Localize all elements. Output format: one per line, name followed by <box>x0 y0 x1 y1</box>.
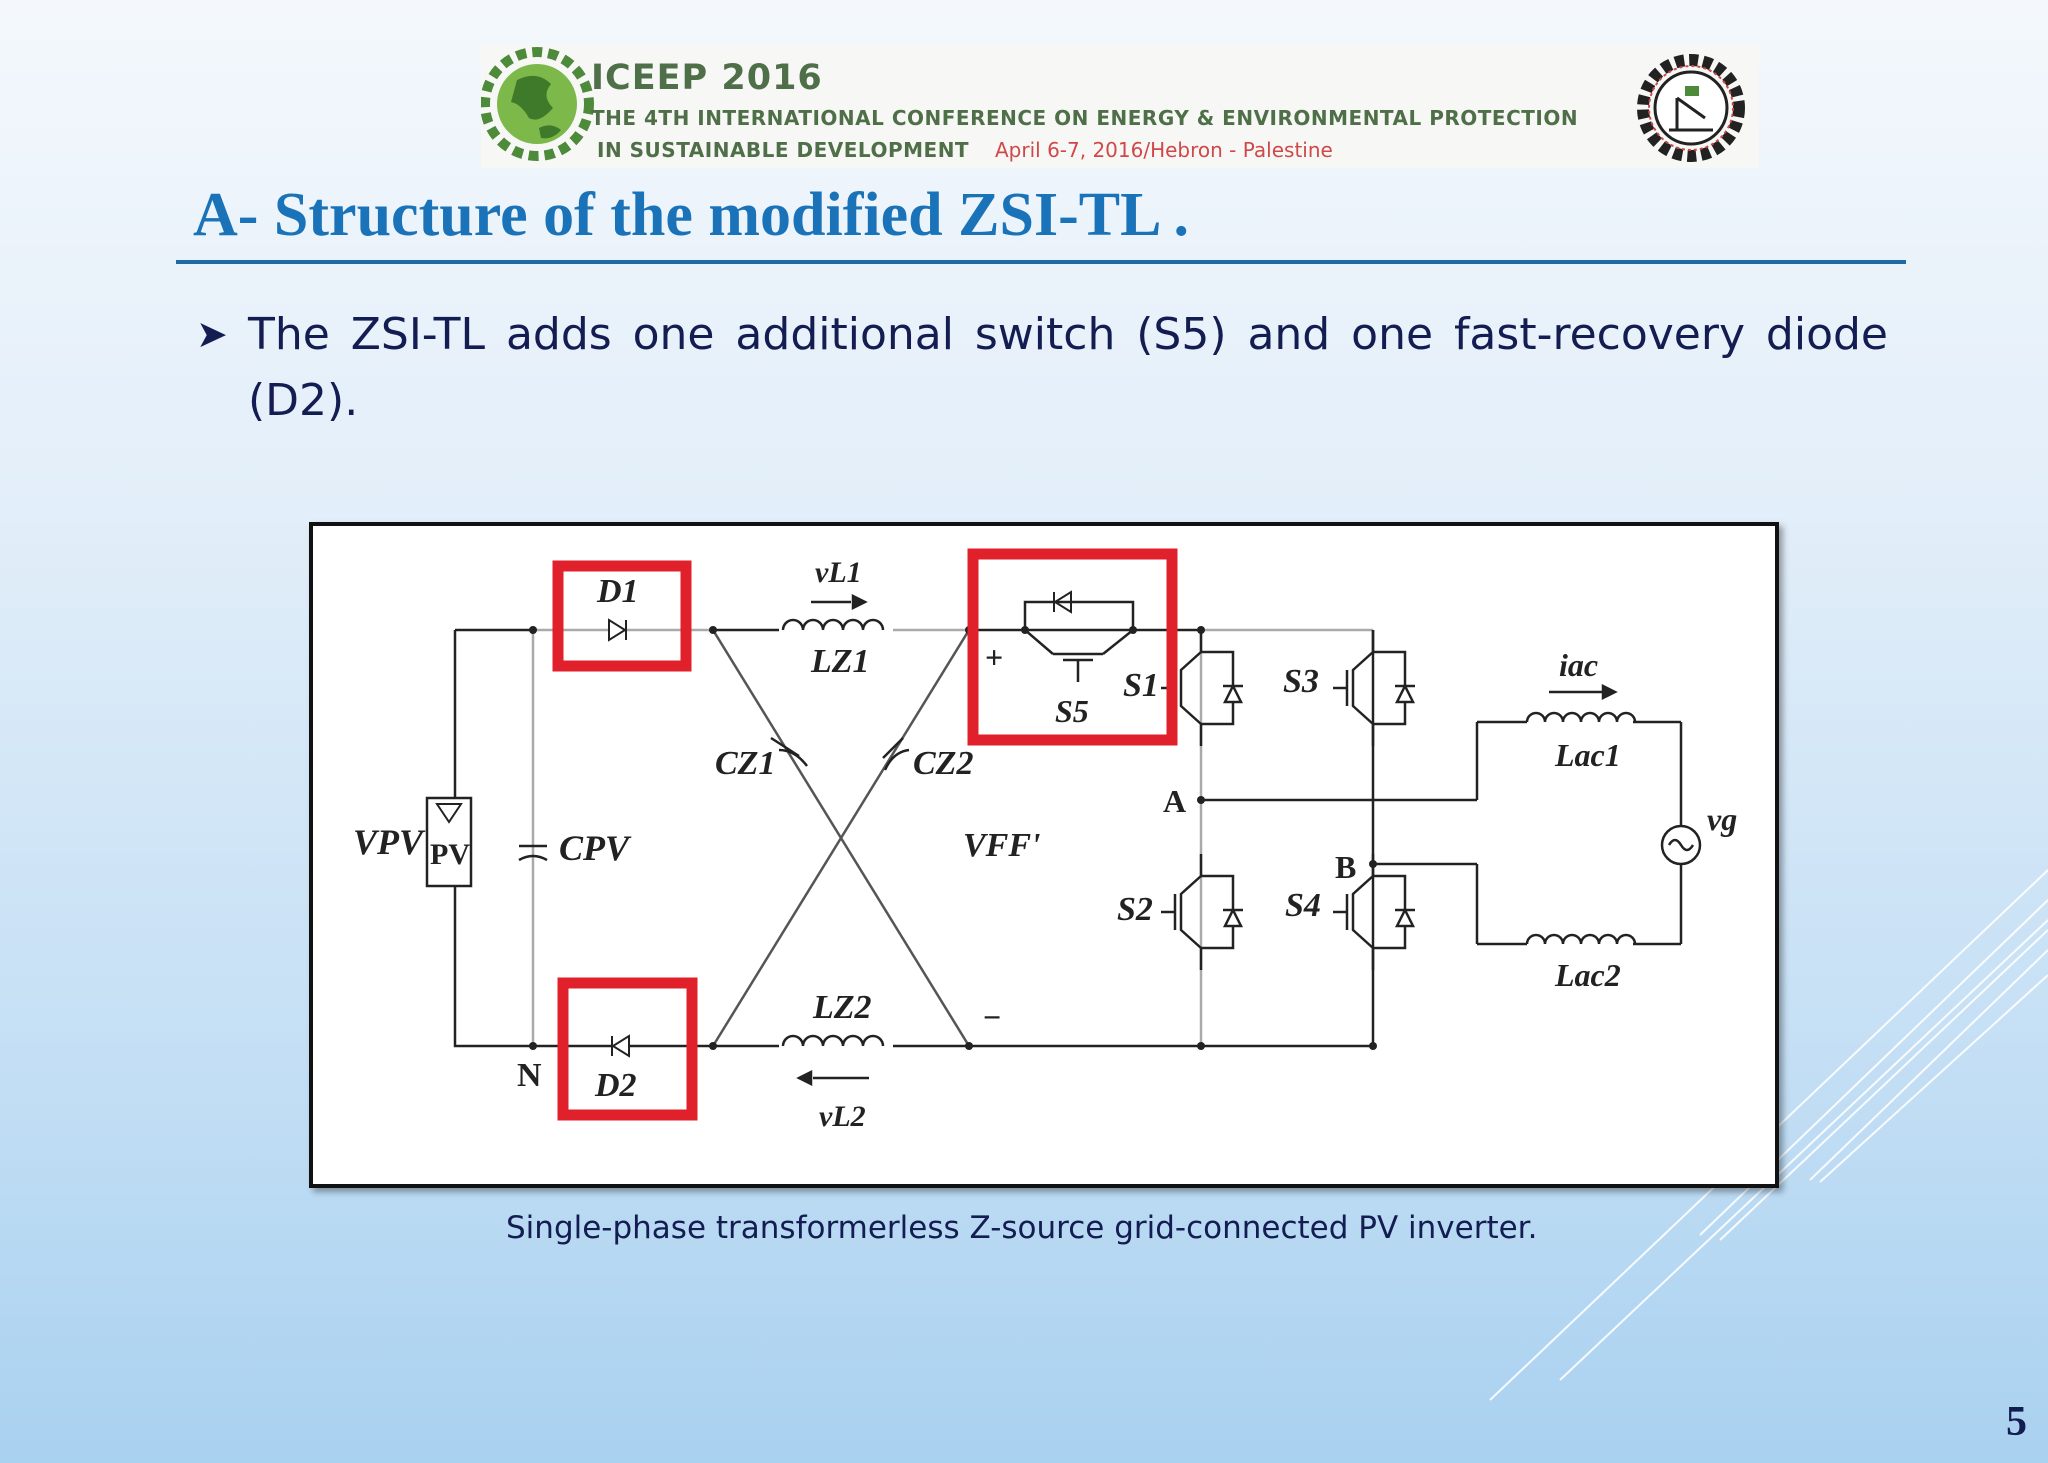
label-lac2: Lac2 <box>1554 957 1621 993</box>
label-d1: D1 <box>596 573 639 610</box>
label-lz1: LZ1 <box>810 643 870 680</box>
label-d2: D2 <box>594 1067 637 1104</box>
label-iac: iac <box>1559 647 1598 683</box>
label-cz1: CZ1 <box>715 745 775 782</box>
gear-seal-logo-icon <box>1637 54 1745 162</box>
label-cpv: CPV <box>559 828 632 868</box>
label-s1: S1 <box>1123 667 1159 704</box>
bullet-text: The ZSI-TL adds one additional switch (S… <box>248 309 1888 426</box>
label-plus: + <box>985 639 1003 675</box>
arrow-bullet-icon: ➤ <box>196 314 228 356</box>
conference-banner: ICEEP 2016 THE 4TH INTERNATIONAL CONFERE… <box>481 44 1759 168</box>
slide-title: A- Structure of the modified ZSI-TL . <box>193 181 1190 249</box>
circuit-diagram: D1 D2 vL1 LZ1 LZ2 vL2 S5 S1 S3 S2 S4 CZ1… <box>353 548 1737 1133</box>
label-s4: S4 <box>1285 887 1321 924</box>
label-vg: vg <box>1707 801 1737 837</box>
banner-title: ICEEP 2016 <box>591 58 823 98</box>
label-vpv: VPV <box>353 822 426 862</box>
circuit-figure: D1 D2 vL1 LZ1 LZ2 vL2 S5 S1 S3 S2 S4 CZ1… <box>309 522 1779 1188</box>
label-node-b: B <box>1335 849 1356 885</box>
banner-date: April 6-7, 2016/Hebron - Palestine <box>995 138 1333 162</box>
label-vl1: vL1 <box>815 556 862 589</box>
label-s3: S3 <box>1283 663 1319 700</box>
page-number: 5 <box>2006 1399 2027 1445</box>
globe-logo-icon <box>481 47 594 161</box>
label-node-a: A <box>1163 783 1186 819</box>
label-lz2: LZ2 <box>812 989 872 1026</box>
banner-line1: THE 4TH INTERNATIONAL CONFERENCE ON ENER… <box>591 106 1579 130</box>
title-divider <box>176 260 1906 264</box>
label-node-n: N <box>517 1057 542 1094</box>
label-lac1: Lac1 <box>1554 737 1621 773</box>
figure-caption: Single-phase transformerless Z-source gr… <box>506 1210 1538 1246</box>
label-vl2: vL2 <box>819 1100 866 1133</box>
banner-line2: IN SUSTAINABLE DEVELOPMENT <box>597 138 970 162</box>
label-s5: S5 <box>1055 693 1089 729</box>
label-cz2: CZ2 <box>913 745 973 782</box>
label-vff: VFF' <box>963 827 1040 864</box>
label-pv: PV <box>430 838 470 871</box>
label-s2: S2 <box>1117 891 1153 928</box>
label-minus: − <box>983 999 1001 1035</box>
